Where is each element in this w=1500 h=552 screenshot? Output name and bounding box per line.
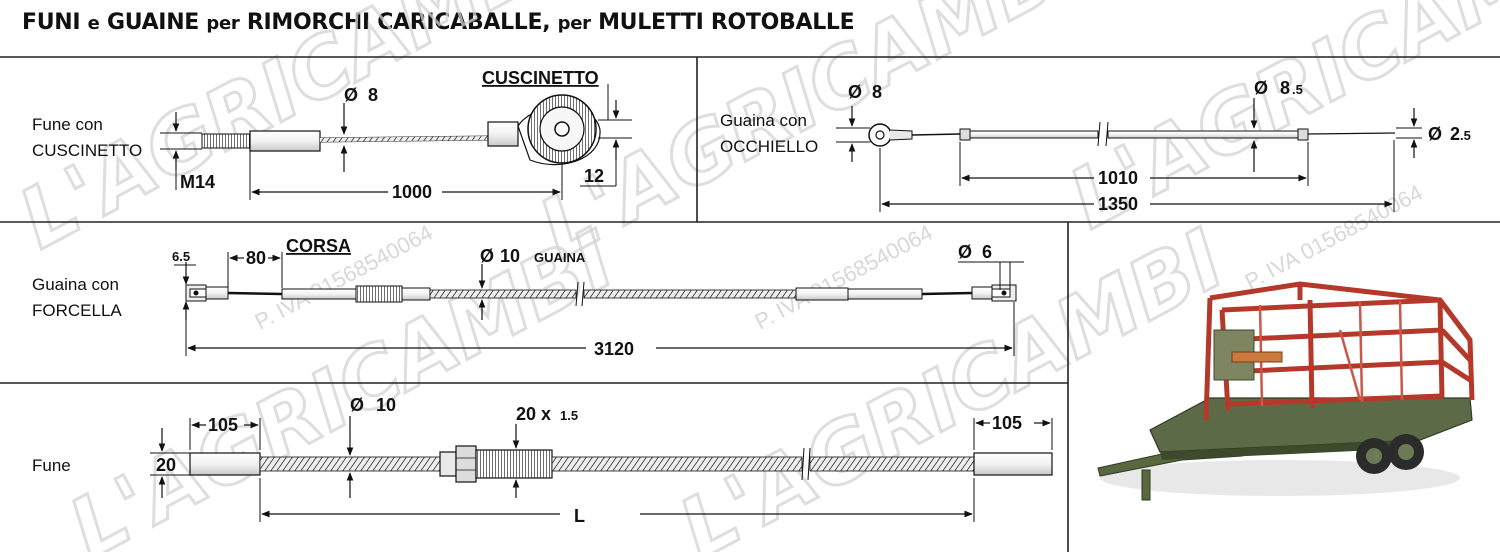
- watermark-brand-5: L'AGRICAMBI: [665, 212, 1239, 552]
- end-ferrule-left: [189, 452, 261, 476]
- thread-pitch: 1.5: [560, 408, 578, 423]
- cable-diameter: 8: [368, 85, 378, 105]
- crimp-sleeve: [487, 121, 519, 147]
- panel-guaina-occhiello: Guaina con OCCHIELLO Ø 8 Ø 8 .5: [720, 78, 1471, 214]
- diameter-symbol-eye: Ø: [848, 82, 862, 102]
- sheath-diameter: 10: [500, 246, 520, 266]
- thread-dimension: M14: [180, 172, 215, 192]
- total-length: 3120: [594, 339, 634, 359]
- bearing-size: 12: [584, 166, 604, 186]
- end-diameter: 20: [156, 455, 176, 475]
- sheath-diameter-decimal: .5: [1292, 82, 1303, 97]
- title-part6: per: [557, 13, 591, 34]
- title-part7: MULETTI ROTOBALLE: [598, 10, 855, 35]
- diameter-symbol: Ø: [344, 85, 358, 105]
- ferrule-tube: [249, 130, 321, 152]
- title-part1: FUNI: [22, 10, 81, 35]
- pin-diameter: 6: [982, 242, 992, 262]
- cable-diameter: 10: [376, 395, 396, 415]
- panel-fune: Fune 20 105 105: [32, 395, 1053, 526]
- thread-dimension: 20 x: [516, 404, 551, 424]
- sheath-length: 1010: [1098, 168, 1138, 188]
- title-part2: e: [87, 13, 100, 34]
- watermark-vat-2: P. IVA 01568540064: [751, 220, 937, 335]
- eye-diameter: 8: [872, 82, 882, 102]
- title-part4: per: [206, 13, 240, 34]
- watermark-vat-3: P. IVA 01568540064: [1241, 180, 1427, 295]
- fork-size: 6.5: [172, 249, 190, 264]
- panel-grid: [0, 56, 1500, 552]
- panel-fune-cuscinetto: Fune con CUSCINETTO M14 CUSCINETTO Ø 8: [32, 68, 632, 202]
- page-title: FUNI e GUAINE per RIMORCHI CARICABALLE, …: [22, 10, 855, 35]
- stroke-label: CORSA: [286, 236, 351, 256]
- adjuster: [439, 445, 553, 483]
- label-line1: Fune con: [32, 115, 103, 134]
- trailer-illustration: [1097, 281, 1475, 501]
- title-part3: GUAINE: [106, 10, 200, 35]
- diameter-symbol-sheath: Ø: [480, 246, 494, 266]
- fork-left: [185, 284, 229, 302]
- label-line1: Guaina con: [720, 111, 807, 130]
- label-line1: Guaina con: [32, 275, 119, 294]
- diameter-symbol-sheath: Ø: [1254, 78, 1268, 98]
- bearing-label: CUSCINETTO: [482, 68, 599, 88]
- label-line2: FORCELLA: [32, 301, 122, 320]
- end-ferrule-right: [973, 452, 1053, 476]
- diameter-symbol-pin: Ø: [958, 242, 972, 262]
- label-line2: OCCHIELLO: [720, 137, 818, 156]
- panel-guaina-forcella: Guaina con FORCELLA 6.5: [32, 236, 1024, 359]
- cable-length: 1000: [392, 182, 432, 202]
- cable-right: [551, 456, 803, 472]
- sheath-label: GUAINA: [534, 250, 586, 265]
- cable-diameter: 2: [1450, 124, 1460, 144]
- end-length-left: 105: [208, 415, 238, 435]
- threaded-end: [201, 133, 251, 149]
- sheath-diameter: 8: [1280, 78, 1290, 98]
- bearing: [517, 94, 601, 166]
- label: Fune: [32, 456, 71, 475]
- diameter-symbol: Ø: [350, 395, 364, 415]
- eyelet: [868, 123, 913, 147]
- total-length: 1350: [1098, 194, 1138, 214]
- fork-right: [971, 284, 1017, 302]
- end-length-right: 105: [992, 413, 1022, 433]
- diameter-symbol-cable: Ø: [1428, 124, 1442, 144]
- cable-left: [259, 456, 441, 472]
- cable-length: L: [574, 506, 585, 526]
- cable-diameter-decimal: .5: [1460, 128, 1471, 143]
- title-part5: RIMORCHI CARICABALLE,: [246, 10, 551, 35]
- stroke-length: 80: [246, 248, 266, 268]
- label-line2: CUSCINETTO: [32, 141, 142, 160]
